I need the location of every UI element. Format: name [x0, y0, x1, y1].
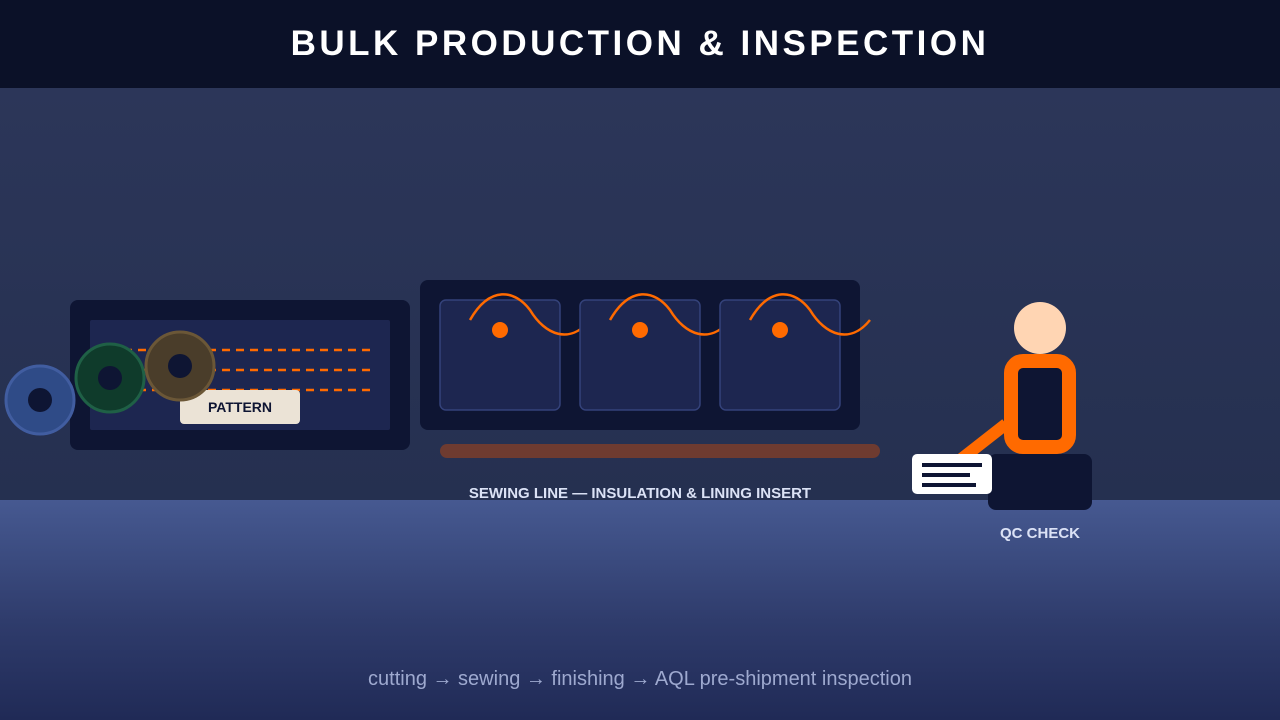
pattern-label: PATTERN	[208, 399, 272, 415]
fabric-rolls	[4, 330, 216, 436]
inspector-head	[1014, 302, 1066, 354]
page-title: BULK PRODUCTION & INSPECTION	[290, 24, 990, 63]
inspector-figure-icon	[956, 302, 1076, 465]
conveyor-belt	[440, 444, 880, 458]
fabric-roll-icon	[74, 342, 146, 414]
cutting-station: PATTERN	[70, 300, 410, 450]
sewing-station	[579, 293, 731, 411]
qc-caption: QC CHECK	[1000, 525, 1080, 542]
sewing-station	[719, 293, 871, 411]
sewing-thread-icon	[608, 293, 731, 336]
sewing-thread-icon	[748, 293, 871, 336]
factory-floor	[0, 500, 1280, 720]
needle-icon	[492, 322, 508, 338]
sewing-line: SEWING LINE — INSULATION & LINING INSERT	[420, 280, 880, 502]
fabric-roll-icon	[144, 330, 216, 402]
sewing-station	[439, 293, 591, 411]
qc-desk	[988, 454, 1092, 510]
sewing-line-caption: SEWING LINE — INSULATION & LINING INSERT	[469, 485, 811, 502]
clipboard-icon	[912, 454, 992, 494]
pattern-tag	[180, 390, 300, 424]
fabric-roll-icon	[4, 364, 76, 436]
page-header: BULK PRODUCTION & INSPECTION	[0, 0, 1280, 88]
needle-icon	[772, 322, 788, 338]
inspector-body	[1004, 354, 1076, 454]
sewing-thread-icon	[468, 293, 591, 336]
process-caption: cutting → sewing → finishing → AQL pre-s…	[368, 668, 912, 690]
needle-icon	[632, 322, 648, 338]
qc-station: QC CHECK	[912, 302, 1092, 542]
